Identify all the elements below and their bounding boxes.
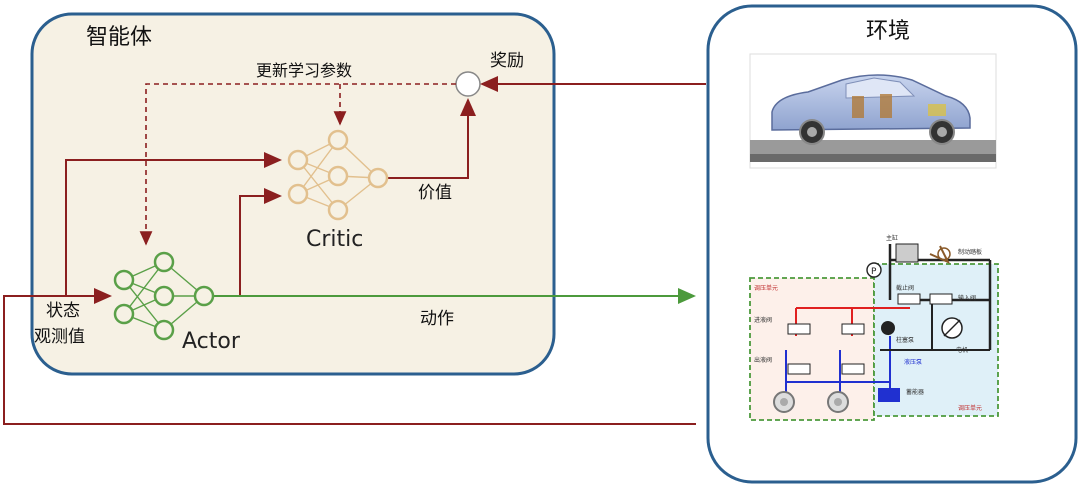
value-arrow (388, 98, 476, 179)
observation-label-line1: 状态 (46, 301, 80, 321)
critic-label: Critic (306, 227, 363, 252)
brake-pedal-label: 制动踏板 (958, 248, 982, 256)
pressure-unit-left-label: 调压单元 (754, 284, 778, 292)
stop-valve-label: 截止阀 (896, 284, 914, 292)
vehicle-icon (749, 53, 997, 169)
motor-label: 电机 (956, 346, 968, 354)
observation-to-critic-arrow (65, 152, 282, 296)
update-actor-dashed-arrow (139, 83, 456, 246)
action-label: 动作 (420, 309, 454, 329)
pump-label: 柱塞泵 (896, 336, 914, 344)
reward-label: 奖励 (490, 51, 524, 71)
pressure-sensor-label: P (871, 267, 877, 277)
pressure-unit-left-box (749, 277, 875, 421)
environment-title: 环境 (866, 19, 910, 44)
observation-feedback-arrow (3, 288, 696, 425)
value-label: 价值 (418, 183, 452, 203)
input-valve-label: 输入阀 (958, 294, 976, 302)
actor-label: Actor (182, 329, 241, 354)
actor-to-critic-arrow (239, 188, 282, 296)
inlet-valve-label: 进液阀 (754, 316, 772, 324)
brake-schematic-icon: P 主缸 制 (749, 234, 999, 421)
master-cylinder-label: 主缸 (886, 234, 898, 242)
pressure-sensor-icon (866, 262, 882, 278)
update-params-label: 更新学习参数 (256, 61, 352, 80)
agent-title: 智能体 (86, 25, 152, 50)
outlet-valve-label: 出液阀 (754, 356, 772, 364)
accumulator-label: 蓄能器 (906, 388, 924, 396)
summing-junction-icon (455, 71, 481, 97)
pump-note-label: 液压泵 (904, 358, 922, 366)
observation-label-line2: 观测值 (34, 327, 85, 347)
actor-network-icon (113, 251, 215, 341)
pressure-unit-right-label: 调压单元 (958, 404, 982, 412)
critic-network-icon (287, 129, 389, 221)
